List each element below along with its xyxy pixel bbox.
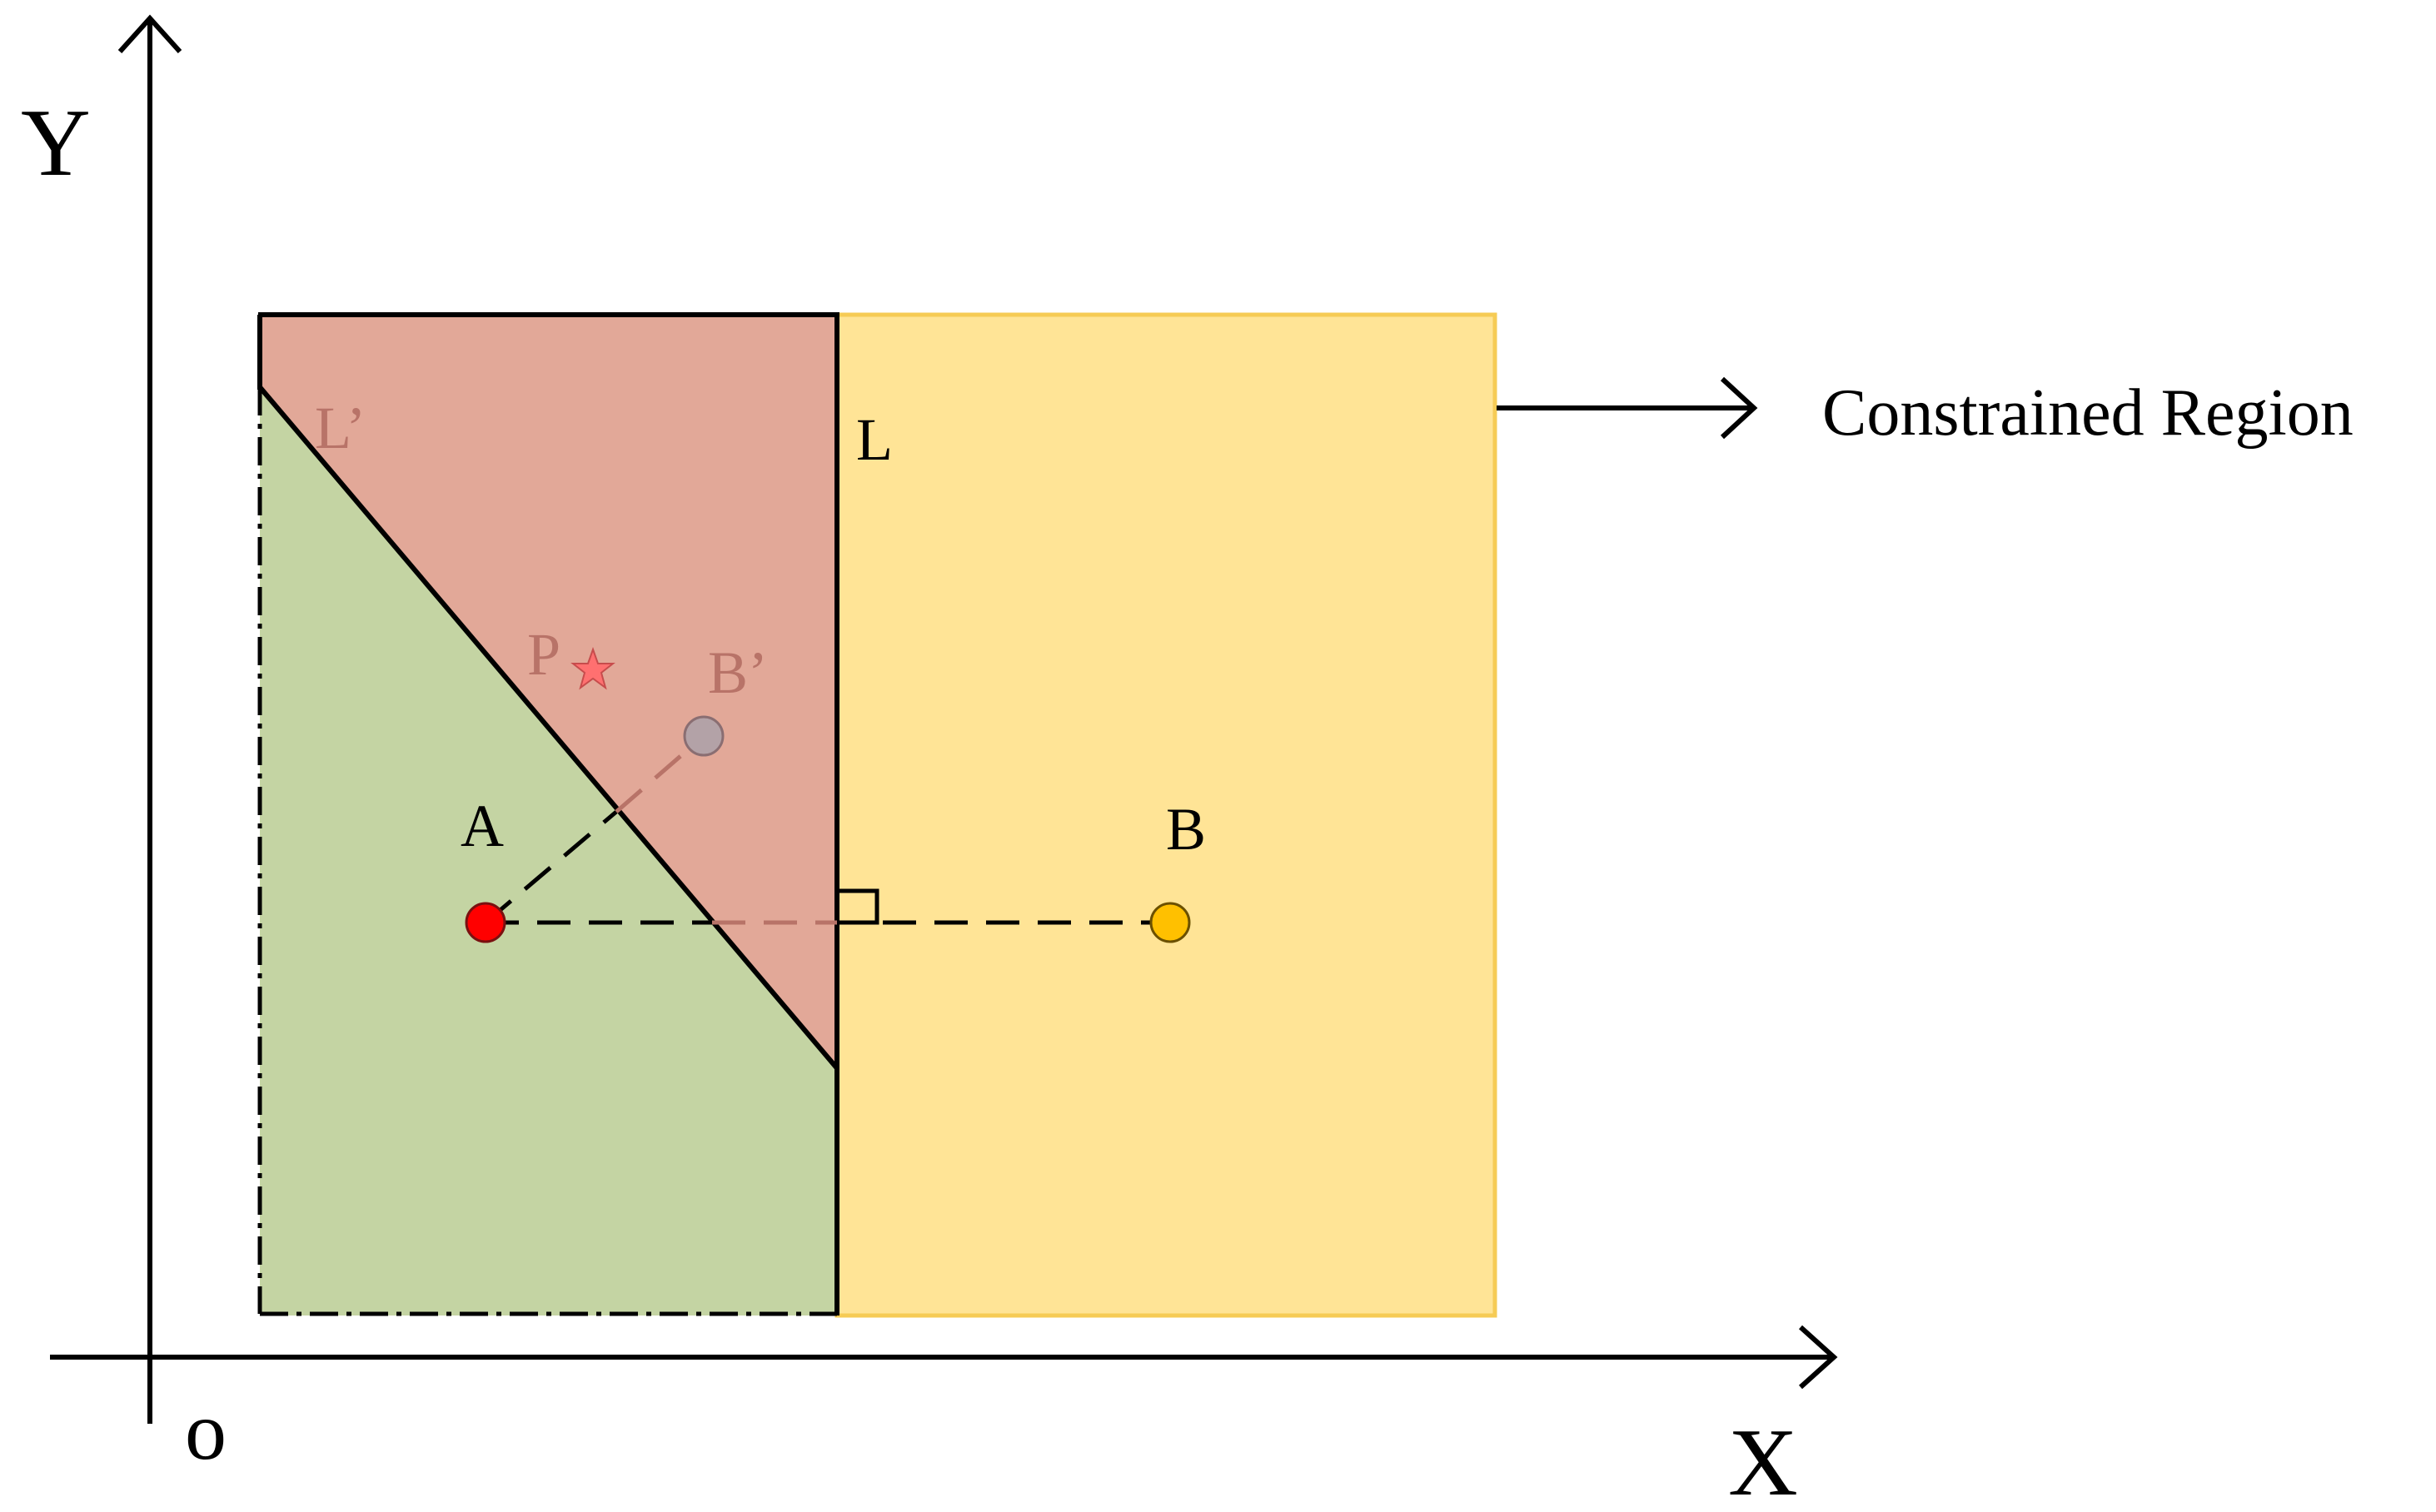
- region-pointer-arrowhead: [1720, 376, 1758, 440]
- line-L-prime: [257, 385, 839, 1070]
- origin-label: o: [185, 1385, 227, 1477]
- point-B: [1149, 902, 1191, 943]
- right-angle-marker: [837, 888, 879, 925]
- x-axis-arrowhead: [1798, 1325, 1838, 1390]
- point-B-prime: [683, 715, 725, 757]
- constrained-region-label: Constrained Region: [1822, 376, 2354, 450]
- point-A-label: A: [461, 793, 504, 859]
- star-P-icon: [570, 646, 615, 690]
- y-axis-arrowhead: [117, 14, 182, 54]
- line-L-prime-label: L’: [315, 395, 366, 461]
- dashed-line-Lprime-to-Bprime: [615, 734, 705, 813]
- reflected-region: [260, 315, 837, 1068]
- feasible-region: [260, 387, 837, 1316]
- x-axis-label: X: [1728, 1410, 1798, 1512]
- star-P-label: P: [527, 621, 560, 688]
- constrained-region: [834, 312, 1497, 1318]
- dashed-line-A-to-Lprime: [484, 810, 618, 924]
- line-L-label: L: [856, 406, 893, 473]
- point-B-prime-label: B’: [708, 639, 768, 706]
- point-A: [465, 902, 506, 943]
- point-B-label: B: [1166, 796, 1206, 863]
- y-axis-label: Y: [21, 90, 91, 196]
